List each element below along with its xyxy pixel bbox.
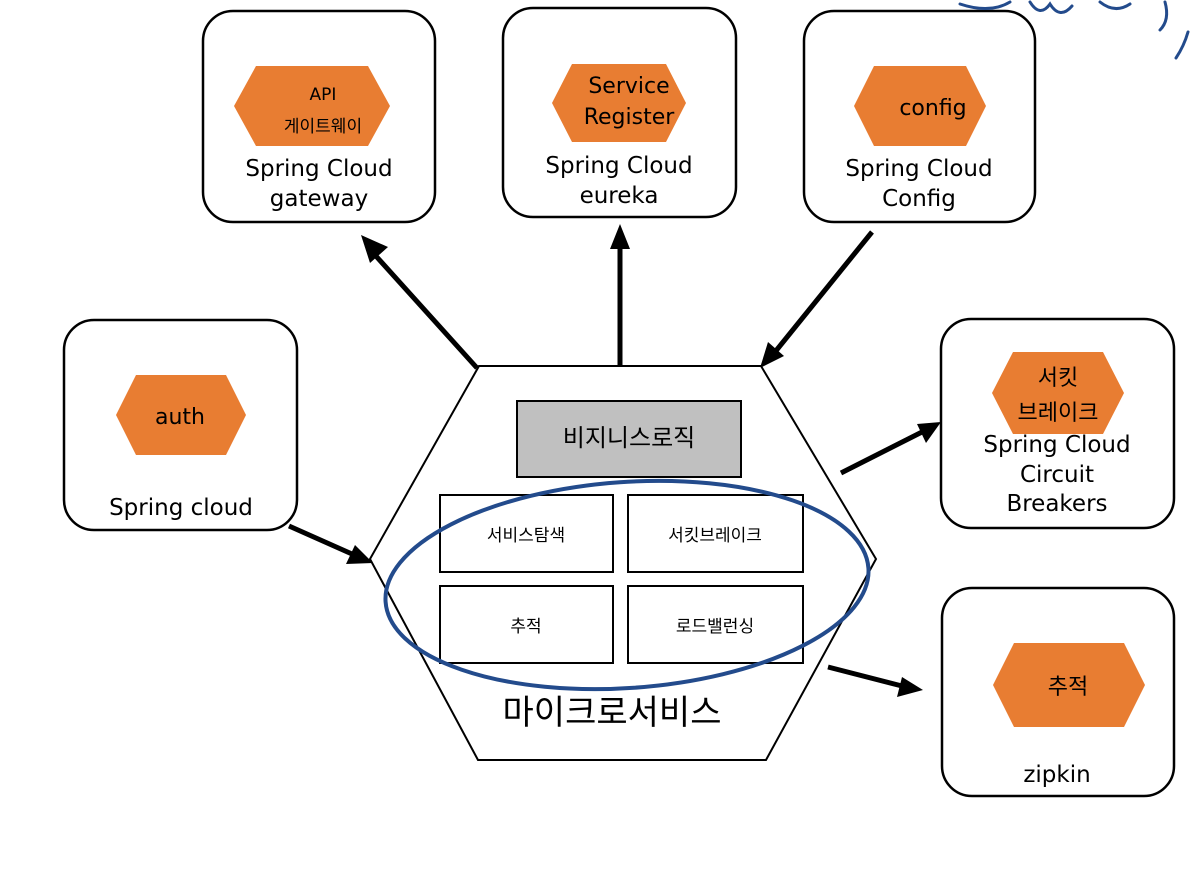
cell-tracing: [439, 585, 614, 664]
gateway-node: API 게이트웨이 Spring Cloud gateway: [201, 9, 437, 224]
cell-load-balancing: [627, 585, 804, 664]
business-logic-label: 비지니스로직: [563, 424, 695, 452]
eureka-hex-line1: Service: [588, 74, 669, 99]
circuit-breaker-node: Spring Cloud Circuit Breakers 서킷 브레이크: [939, 317, 1176, 530]
cell-label-service-discovery: 서비스탐색: [487, 526, 565, 546]
circuit-label-line1: Spring Cloud: [983, 432, 1130, 458]
eureka-hexagon: [552, 64, 686, 142]
microservice-title: 마이크로서비스: [503, 693, 722, 733]
cell-service-discovery: [439, 494, 614, 573]
arrow-from-config: [773, 230, 874, 354]
arrowhead-zipkin: [897, 677, 923, 697]
auth-hex-line1: auth: [155, 405, 205, 430]
circuit-hexagon: [992, 352, 1124, 434]
business-logic-box: [516, 400, 742, 478]
eureka-label-line2: eureka: [580, 183, 659, 209]
arrowhead-auth: [346, 545, 373, 564]
highlight-ellipse: [383, 478, 871, 692]
gateway-label-line1: Spring Cloud: [245, 156, 392, 182]
eureka-node: Service Register Spring Cloud eureka: [501, 6, 738, 219]
eureka-hex-line2: Register: [584, 105, 676, 130]
config-label-line2: Config: [882, 186, 956, 212]
gateway-hex-line2: 게이트웨이: [284, 117, 362, 137]
zipkin-hex-line1: 추적: [1048, 675, 1088, 700]
circuit-label-line2: Circuit: [1020, 462, 1094, 488]
cell-circuit-breaker: [627, 494, 804, 573]
cell-label-circuit-breaker: 서킷브레이크: [668, 526, 762, 546]
arrow-to-circuit: [839, 429, 924, 476]
zipkin-label-line1: zipkin: [1023, 762, 1090, 788]
circuit-hex-line2: 브레이크: [1018, 401, 1099, 426]
circuit-label-line3: Breakers: [1006, 491, 1107, 517]
zipkin-node: 추적 zipkin: [940, 586, 1176, 798]
gateway-label-line2: gateway: [270, 186, 368, 212]
gateway-hexagon: [234, 66, 390, 146]
arrowhead-gateway: [361, 235, 388, 263]
zipkin-hexagon: [993, 643, 1145, 727]
config-hexagon: [854, 66, 986, 146]
config-hex-line1: config: [899, 96, 966, 121]
arrows: [287, 224, 941, 697]
config-node: config Spring Cloud Config: [802, 9, 1037, 224]
handwritten-scribble: [958, 0, 1190, 60]
eureka-label-line1: Spring Cloud: [545, 153, 692, 179]
arrowhead-config: [760, 342, 784, 368]
arrow-to-gateway: [373, 253, 479, 370]
circuit-hex-line1: 서킷: [1038, 366, 1078, 391]
cell-label-load-balancing: 로드밸런싱: [676, 617, 754, 637]
arrow-from-auth: [287, 523, 354, 557]
auth-label-line1: Spring cloud: [109, 495, 253, 521]
microservice-hexagon: 비지니스로직 서비스탐색 서킷브레이크 추적 로드밸런싱 마이크로서비스: [368, 365, 878, 761]
arrowhead-circuit: [917, 422, 941, 443]
config-label-line1: Spring Cloud: [845, 156, 992, 182]
arrow-to-zipkin: [827, 664, 903, 689]
arrowhead-eureka: [610, 224, 630, 249]
cell-label-tracing: 추적: [510, 617, 541, 637]
gateway-hex-line1: API: [310, 85, 337, 105]
auth-hexagon: [116, 375, 246, 455]
auth-node: auth Spring cloud: [62, 318, 299, 532]
